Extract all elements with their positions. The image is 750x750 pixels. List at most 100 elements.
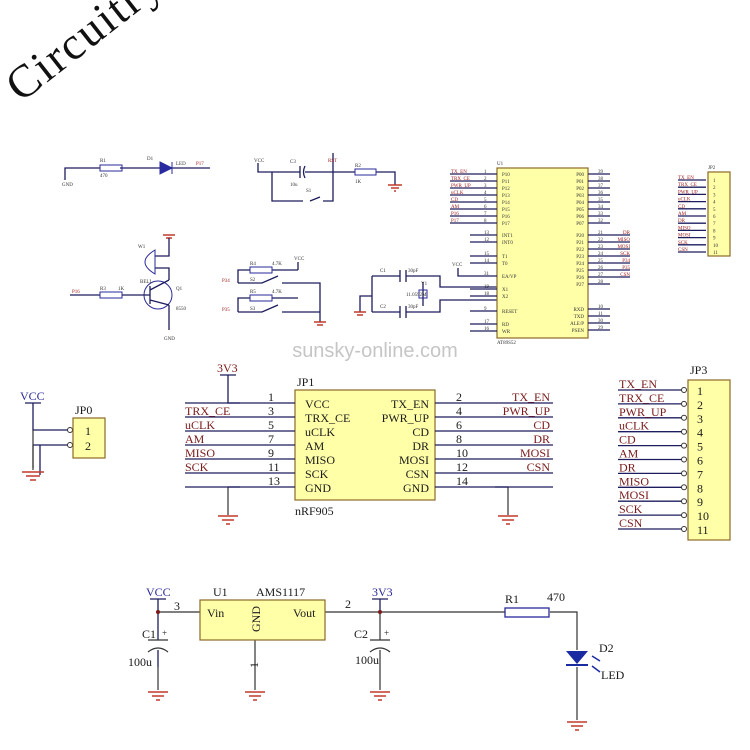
vcc-label: VCC xyxy=(146,585,171,599)
net-label: TRX_CE xyxy=(185,404,230,418)
net-label: TX_EN xyxy=(451,170,467,175)
net-label: SCK xyxy=(185,460,209,474)
led-d2-icon xyxy=(566,651,588,664)
r1-ref: R1 xyxy=(505,592,519,606)
pin-name: WR xyxy=(502,330,511,335)
label: 10u xyxy=(290,183,298,188)
pin-name: GND xyxy=(403,481,429,495)
pin-number: 14 xyxy=(456,474,468,488)
pin-number: 5 xyxy=(268,418,274,432)
pin-connector xyxy=(681,512,687,519)
pin-name: P06 xyxy=(576,215,584,220)
pin-number: 7 xyxy=(484,212,487,217)
pin-connector xyxy=(681,526,687,532)
pin-number: 33 xyxy=(598,212,604,217)
label: R2 xyxy=(355,164,361,169)
net-label: MISO xyxy=(185,446,215,460)
mcu-part: AT89S52 xyxy=(497,341,516,346)
label: 470 xyxy=(100,174,108,179)
net-label: CSN xyxy=(527,460,551,474)
net-label: AM xyxy=(619,447,639,461)
pin-name: PWR_UP xyxy=(382,411,430,425)
pin-name: P10 xyxy=(502,173,510,178)
pin-name: RD xyxy=(502,323,509,328)
label: 1K xyxy=(118,287,125,292)
net-label: DR xyxy=(619,460,636,474)
pin-name: P20 xyxy=(576,234,584,239)
pin-number: 16 xyxy=(484,327,490,332)
pin-name: P15 xyxy=(502,208,510,213)
pin-name: PSEN xyxy=(572,329,585,334)
switch-circuit: R4 4.7K R5 4.7K S2 S3 P34 P35 VCC xyxy=(222,257,326,326)
u1-ref: U1 xyxy=(213,585,228,599)
supply-3v3-label: 3V3 xyxy=(217,361,238,375)
pin-number: 9 xyxy=(697,495,703,509)
pin-number: 30 xyxy=(598,319,604,324)
c1-ref: C1 xyxy=(142,627,156,641)
pin-number: 31 xyxy=(484,272,490,277)
label: GND xyxy=(164,337,175,342)
pin-name: P23 xyxy=(576,255,584,260)
label: Y1 xyxy=(421,282,428,287)
pin-name: P17 xyxy=(502,222,510,227)
pin-number: 6 xyxy=(484,205,487,210)
net-label: PWR_UP xyxy=(619,405,667,419)
resistor-r4 xyxy=(249,266,273,274)
pin-number: 32 xyxy=(598,219,604,224)
net-label: P16 xyxy=(451,212,459,217)
pin-connector xyxy=(681,414,687,421)
net-label: DR xyxy=(533,432,550,446)
net-label: CSN xyxy=(620,273,630,278)
pin-connector xyxy=(681,428,687,435)
mcu-ref: U1 xyxy=(497,162,504,167)
pin-connector xyxy=(681,498,687,505)
net-label: MOSI xyxy=(520,446,550,460)
net-label: MOSI xyxy=(678,234,691,239)
pin-number: 14 xyxy=(484,259,490,264)
jp1-body xyxy=(294,389,436,501)
pin-name: GND xyxy=(305,481,331,495)
pin-number: 12 xyxy=(456,460,468,474)
pin-number: 5 xyxy=(484,198,487,203)
pin-name: SCK xyxy=(305,467,329,481)
d2-ref: D2 xyxy=(599,641,614,655)
label: C2 xyxy=(380,305,386,310)
net-label: MISO xyxy=(678,226,691,231)
label: 4.7K xyxy=(272,262,282,267)
pin-name: TXD xyxy=(574,315,585,320)
watermark: sunsky-online.com xyxy=(292,340,458,362)
net-label: TRX_CE xyxy=(451,177,470,182)
pin-number: 29 xyxy=(598,326,604,331)
net-label: VCC xyxy=(254,159,265,164)
pin-name: P21 xyxy=(576,241,584,246)
pin-number: 13 xyxy=(484,231,490,236)
net-label: CSN xyxy=(678,248,688,253)
top-led-circuit: R1 470 D1 LED P17 GND xyxy=(62,157,210,188)
pin-name: P26 xyxy=(576,276,584,281)
pin-name: P25 xyxy=(576,269,584,274)
pin-number: 4 xyxy=(484,191,487,196)
label: 1K xyxy=(355,180,362,185)
pin-number: 3 xyxy=(268,404,274,418)
net-label: SCK xyxy=(619,502,643,516)
pin-number: 24 xyxy=(598,252,604,257)
pin-name: X2 xyxy=(502,295,509,300)
net-label: MISO xyxy=(619,474,649,488)
net-label: CSN xyxy=(619,516,643,530)
pin-number: 3 xyxy=(713,193,716,198)
pin-number: 35 xyxy=(598,198,604,203)
pin-number: 7 xyxy=(713,222,716,227)
label: LED xyxy=(176,162,186,167)
crystal-icon xyxy=(418,289,428,299)
net-label: P34 xyxy=(622,259,630,264)
pin-number: 3 xyxy=(484,184,487,189)
pin-number: 25 xyxy=(598,259,604,264)
label: 8550 xyxy=(176,307,187,312)
net-label: VCC xyxy=(294,257,305,262)
jp2-body xyxy=(707,171,731,257)
net-label: DR xyxy=(623,231,631,236)
c2-polarity: + xyxy=(384,628,389,638)
net-label: P17 xyxy=(451,219,459,224)
crystal-circuit: C1 30pF C2 30pF Y1 11.0592M xyxy=(354,269,497,318)
net-label: uCLK xyxy=(185,418,215,432)
